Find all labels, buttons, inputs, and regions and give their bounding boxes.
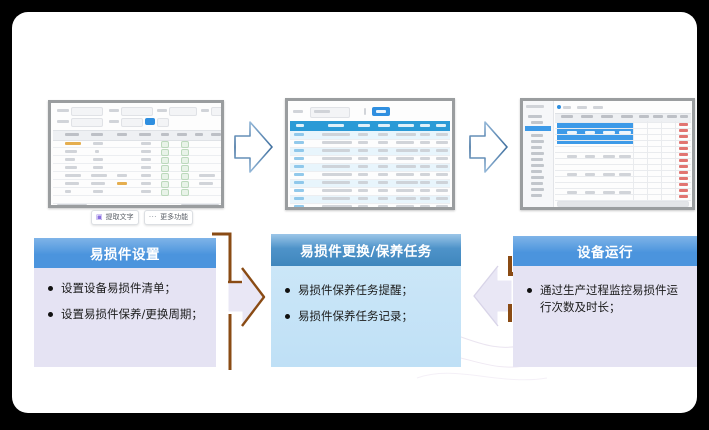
list-item: 易损件保养任务提醒； [283,282,453,299]
extract-text-label: 提取文字 [105,213,134,221]
bullet-text: 设置易损件保养/更换周期； [61,307,203,321]
flow-arrow-1-icon [234,121,273,173]
thumb1-canvas [51,103,221,205]
list-item: 易损件保养任务记录； [283,308,453,325]
screenshot-thumbnail-2[interactable] [285,98,455,210]
connector-arrow-2 [473,256,524,327]
content-card: ▣ 提取文字 ⋯ 更多功能 [12,12,697,413]
extract-text-button[interactable]: ▣ 提取文字 [91,210,139,225]
process-box-equipment-operation[interactable]: 设备运行 通过生产过程监控易损件运行次数及时长； [513,236,697,367]
screenshot-thumbnail-3[interactable] [520,98,695,210]
bullet-text: 易损件保养任务记录； [298,309,413,323]
process-box-replacement-maintenance-task[interactable]: 易损件更换/保养任务 易损件保养任务提醒； 易损件保养任务记录； [271,234,461,367]
bullet-dot-icon [48,312,53,317]
process-box-1-body: 设置设备易损件清单； 设置易损件保养/更换周期； [34,268,216,323]
thumb3-canvas [523,101,692,207]
more-features-label: 更多功能 [160,213,189,221]
list-item: 通过生产过程监控易损件运行次数及时长； [525,282,687,316]
screenshot-thumbnail-1[interactable] [48,100,224,208]
bullet-text: 通过生产过程监控易损件运行次数及时长； [540,283,678,314]
bullet-text: 易损件保养任务提醒； [298,283,413,297]
thumb2-canvas [288,101,452,207]
bullet-dot-icon [285,288,290,293]
process-box-3-title: 设备运行 [513,236,697,266]
more-features-button[interactable]: ⋯ 更多功能 [143,210,194,225]
process-box-2-body: 易损件保养任务提醒； 易损件保养任务记录； [271,266,461,325]
bullet-dot-icon [48,286,53,291]
connector-arrow-1 [212,232,266,370]
process-box-1-title: 易损件设置 [34,238,216,268]
process-box-spare-parts-setup[interactable]: 易损件设置 设置设备易损件清单； 设置易损件保养/更换周期； [34,238,216,367]
ellipsis-icon: ⋯ [148,212,158,221]
bullet-dot-icon [285,314,290,319]
process-box-3-body: 通过生产过程监控易损件运行次数及时长； [513,266,697,316]
text-extract-icon: ▣ [96,213,103,221]
bullet-text: 设置设备易损件清单； [61,281,176,295]
process-box-2-title: 易损件更换/保养任务 [271,234,461,266]
ocr-toolbar[interactable]: ▣ 提取文字 ⋯ 更多功能 [91,210,194,225]
flow-arrow-2-icon [469,121,508,173]
list-item: 设置设备易损件清单； [46,280,208,297]
bullet-dot-icon [527,288,532,293]
list-item: 设置易损件保养/更换周期； [46,306,208,323]
